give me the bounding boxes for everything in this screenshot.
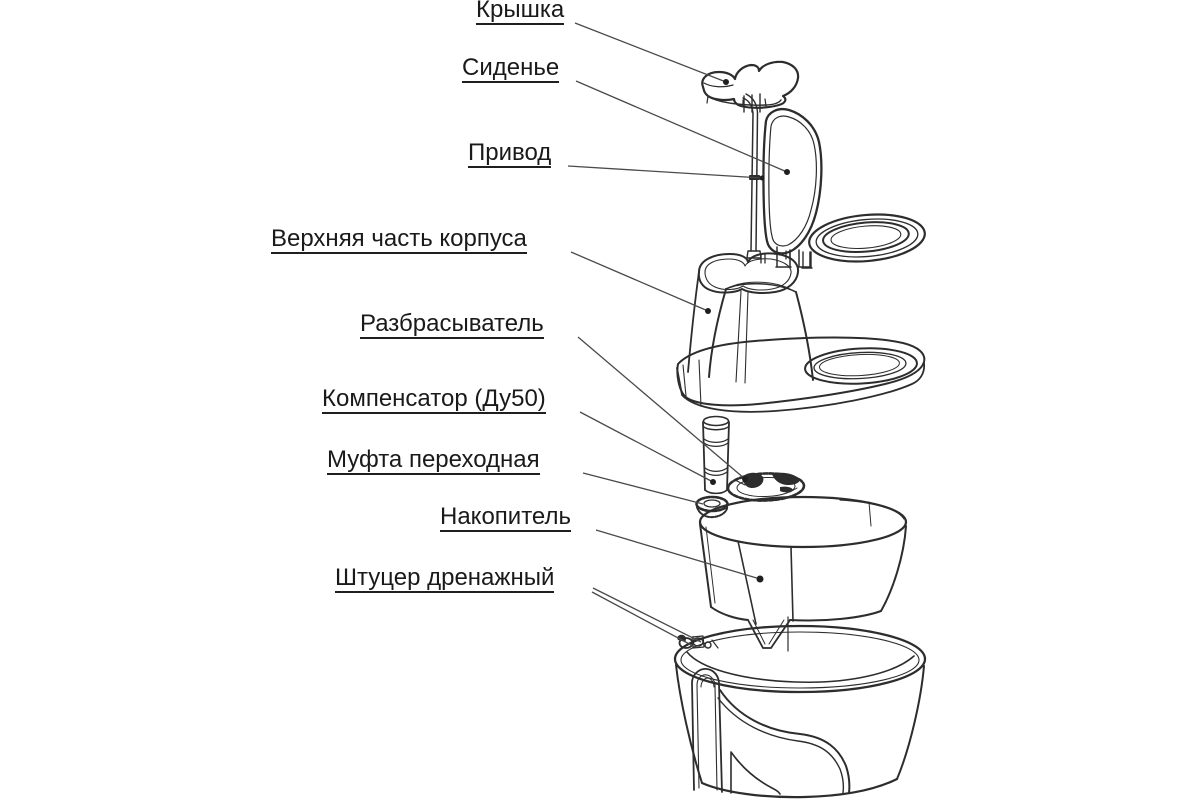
label-upper-body: Верхняя часть корпуса	[271, 226, 527, 255]
part-drive-rod	[742, 93, 762, 259]
leader-drain-2	[591, 591, 696, 648]
label-upper-body-text: Верхняя часть корпуса	[271, 226, 527, 255]
label-coupling: Муфта переходная	[327, 447, 540, 476]
part-compensator	[702, 415, 730, 495]
leader-drive	[567, 165, 763, 179]
label-drive: Привод	[468, 140, 552, 169]
label-compensator: Компенсатор (Ду50)	[322, 386, 546, 415]
leader-lid	[574, 22, 727, 83]
label-drive-text: Привод	[468, 140, 552, 169]
part-upper-body	[676, 250, 926, 413]
part-storage-tank	[698, 495, 908, 649]
leader-spreader	[577, 336, 746, 480]
label-storage-tank: Накопитель	[440, 504, 571, 533]
leader-compensator	[579, 411, 714, 483]
label-compensator-text: Компенсатор (Ду50)	[322, 386, 546, 415]
part-lid	[701, 60, 800, 109]
leader-coupling	[582, 472, 704, 505]
leader-drain-1	[592, 587, 702, 643]
label-seat-text: Сиденье	[462, 55, 560, 84]
leader-upper-body	[570, 251, 709, 312]
label-lid-text: Крышка	[476, 0, 565, 26]
label-coupling-text: Муфта переходная	[327, 447, 540, 476]
leader-lines	[567, 22, 790, 648]
label-spreader-text: Разбрасыватель	[360, 311, 544, 340]
part-spreader	[726, 472, 806, 502]
part-seat	[762, 108, 926, 269]
leader-seat	[575, 80, 788, 173]
label-drain-fitting: Штуцер дренажный	[335, 565, 555, 594]
label-lid: Крышка	[476, 0, 565, 26]
leader-tank	[595, 529, 761, 580]
part-drain-fitting	[677, 634, 719, 649]
part-lower-body	[673, 616, 927, 799]
label-storage-tank-text: Накопитель	[440, 504, 571, 533]
label-seat: Сиденье	[462, 55, 560, 84]
label-spreader: Разбрасыватель	[360, 311, 544, 340]
label-drain-fitting-text: Штуцер дренажный	[335, 565, 555, 594]
